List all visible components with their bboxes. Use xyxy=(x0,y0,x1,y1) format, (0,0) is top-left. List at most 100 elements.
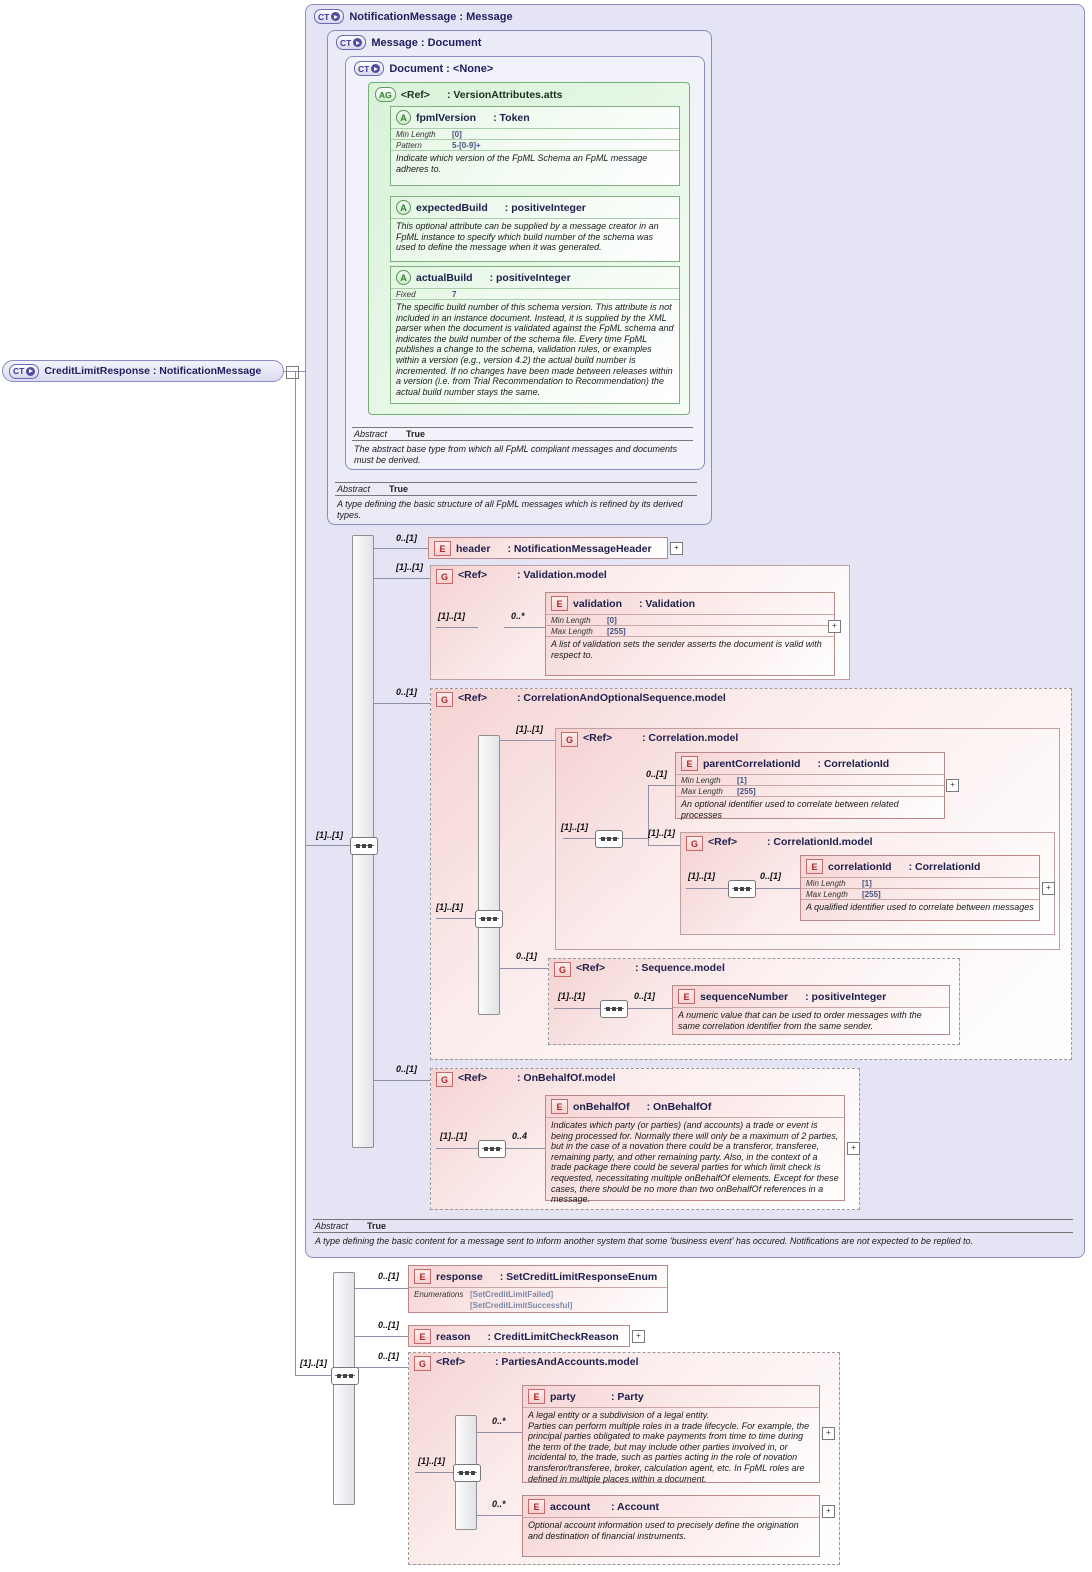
facet-row: Min Length[1] xyxy=(801,877,1039,888)
cardinality-label: 0..[1] xyxy=(760,871,782,881)
group-ref: <Ref> xyxy=(708,836,738,848)
collapse-button[interactable]: − xyxy=(286,366,299,379)
group-icon: G xyxy=(414,1356,431,1371)
element-type: : CreditLimitCheckReason xyxy=(487,1330,619,1343)
sequence-icon[interactable] xyxy=(728,880,756,898)
sequence-icon[interactable] xyxy=(600,1000,628,1018)
derivation-icon xyxy=(371,64,381,73)
element-sequencenumber[interactable]: E sequenceNumber : positiveInteger A num… xyxy=(672,985,950,1035)
element-title: E onBehalfOf : OnBehalfOf xyxy=(546,1096,844,1117)
element-name: party xyxy=(550,1390,576,1403)
connector-line xyxy=(436,918,475,919)
cardinality-label: [1]..[1] xyxy=(418,1456,445,1466)
attribute-description: Indicate which version of the FpML Schem… xyxy=(391,150,679,176)
element-header[interactable]: E header : NotificationMessageHeader xyxy=(428,537,668,559)
facet-row: Min Length[0] xyxy=(546,614,834,625)
connector-line xyxy=(415,1472,455,1473)
connector-line xyxy=(686,888,728,889)
attribute-title: A actualBuild : positiveInteger xyxy=(391,267,679,288)
group-ref: <Ref> xyxy=(436,1356,466,1368)
complextype-title: CT Document : <None> xyxy=(346,57,704,76)
sequence-icon[interactable] xyxy=(475,910,503,928)
expand-button[interactable]: + xyxy=(847,1142,860,1155)
derivation-icon xyxy=(331,12,341,21)
attribute-expectedbuild[interactable]: A expectedBuild : positiveInteger This o… xyxy=(390,196,680,262)
element-type: : NotificationMessageHeader xyxy=(507,542,652,555)
group-title: G <Ref> : PartiesAndAccounts.model xyxy=(409,1353,839,1374)
cardinality-label: [1]..[1] xyxy=(300,1358,327,1368)
derivation-icon xyxy=(353,38,363,47)
sequence-icon[interactable] xyxy=(331,1367,359,1385)
element-type: : SetCreditLimitResponseEnum xyxy=(499,1270,658,1283)
type-description: The abstract base type from which all Fp… xyxy=(354,444,677,466)
group-ref: <Ref> xyxy=(458,569,488,581)
connector-line xyxy=(436,1148,478,1149)
attribute-fpmlversion[interactable]: A fpmlVersion : Token Min Length[0] Patt… xyxy=(390,106,680,186)
expand-button[interactable]: + xyxy=(822,1505,835,1518)
connector-line xyxy=(500,740,555,741)
attributegroup-ref: <Ref> xyxy=(400,88,430,101)
connector-line xyxy=(648,785,649,846)
group-title: G <Ref> : CorrelationId.model xyxy=(681,833,1054,854)
element-onbehalfof[interactable]: E onBehalfOf : OnBehalfOf Indicates whic… xyxy=(545,1095,845,1204)
element-title: E party : Party xyxy=(523,1386,819,1407)
group-title: G <Ref> : OnBehalfOf.model xyxy=(431,1069,859,1090)
element-title: E sequenceNumber : positiveInteger xyxy=(673,986,949,1007)
sequence-icon[interactable] xyxy=(595,830,623,848)
element-icon: E xyxy=(678,989,695,1004)
sequence-icon[interactable] xyxy=(350,837,378,855)
expand-button[interactable]: + xyxy=(1042,882,1055,895)
group-icon: G xyxy=(561,732,578,747)
expand-button[interactable]: + xyxy=(632,1330,645,1343)
group-icon: G xyxy=(686,836,703,851)
type-description: A type defining the basic content for a … xyxy=(315,1236,973,1246)
connector-line xyxy=(436,627,478,628)
group-icon: G xyxy=(436,1072,453,1087)
cardinality-label: 0..[1] xyxy=(396,1064,418,1074)
connector-line xyxy=(355,1367,408,1368)
expand-button[interactable]: + xyxy=(822,1427,835,1440)
attribute-name: fpmlVersion xyxy=(416,111,477,124)
root-element-creditlimitresponse[interactable]: CT CreditLimitResponse : NotificationMes… xyxy=(2,360,284,382)
element-name: account xyxy=(550,1500,591,1513)
element-type: : Validation xyxy=(639,597,696,610)
expand-button[interactable]: + xyxy=(828,620,841,633)
group-icon: G xyxy=(436,692,453,707)
element-icon: E xyxy=(434,541,451,556)
element-title: E correlationId : CorrelationId xyxy=(801,856,1039,877)
element-type: : Account xyxy=(611,1500,660,1513)
element-name: parentCorrelationId xyxy=(703,757,801,770)
connector-line xyxy=(500,968,548,969)
element-response[interactable]: E response : SetCreditLimitResponseEnum … xyxy=(408,1265,668,1313)
element-name: response xyxy=(436,1270,483,1283)
element-correlationid[interactable]: E correlationId : CorrelationId Min Leng… xyxy=(800,855,1040,921)
element-title: E validation : Validation xyxy=(546,593,834,614)
connector-line xyxy=(374,703,430,704)
element-description: A list of validation sets the sender ass… xyxy=(546,636,834,662)
sequence-icon[interactable] xyxy=(453,1464,481,1482)
connector-line xyxy=(374,578,430,579)
element-type: : CorrelationId xyxy=(908,860,981,873)
connector-line xyxy=(621,838,648,839)
element-title: E parentCorrelationId : CorrelationId xyxy=(676,753,944,774)
cardinality-label: [1]..[1] xyxy=(648,828,675,838)
element-validation[interactable]: E validation : Validation Min Length[0] … xyxy=(545,592,835,676)
attribute-icon: A xyxy=(396,200,411,215)
cardinality-label: 0..* xyxy=(511,611,525,621)
enumeration-value: [SetCreditLimitFailed] xyxy=(470,1290,554,1299)
element-party[interactable]: E party : Party A legal entity or a subd… xyxy=(522,1385,820,1484)
sequence-icon[interactable] xyxy=(478,1140,506,1158)
element-parentcorrelationid[interactable]: E parentCorrelationId : CorrelationId Mi… xyxy=(675,752,945,820)
expand-button[interactable]: + xyxy=(946,779,959,792)
element-icon: E xyxy=(414,1269,431,1284)
element-reason[interactable]: E reason : CreditLimitCheckReason xyxy=(408,1325,630,1347)
element-account[interactable]: E account : Account Optional account inf… xyxy=(522,1495,820,1557)
group-ref: <Ref> xyxy=(458,692,488,704)
element-type: : Party xyxy=(611,1390,644,1403)
expand-button[interactable]: + xyxy=(670,542,683,555)
group-title: G <Ref> : Correlation.model xyxy=(556,729,1059,750)
complextype-title: CT Message : Document xyxy=(328,31,711,50)
